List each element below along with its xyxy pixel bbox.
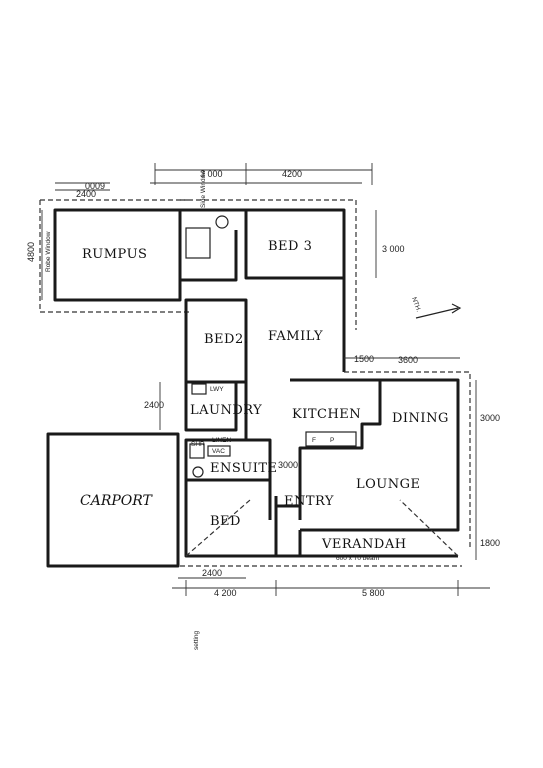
dim-left-vertical: 4800 — [26, 242, 36, 262]
family-walls — [244, 276, 346, 440]
room-dining: DINING — [392, 411, 449, 426]
room-carport: CARPORT — [80, 493, 154, 509]
label-pantry: P — [330, 437, 334, 444]
room-rumpus: RUMPUS — [82, 247, 147, 262]
bath-fixture — [185, 227, 211, 259]
dim-laundry-height: 2400 — [144, 400, 164, 410]
dim-kitchen-a: 1500 — [354, 354, 374, 364]
note-side-window: Side Window — [200, 170, 207, 208]
label-lwy: LWY — [210, 386, 224, 393]
north-arrow — [415, 303, 462, 319]
ensuite-toilet — [192, 466, 204, 478]
dining-lounge-walls — [300, 378, 460, 532]
room-bed3: BED 3 — [268, 239, 312, 254]
room-laundry: LAUNDRY — [190, 403, 262, 418]
dim-verandah-height: 1800 — [480, 538, 500, 548]
dim-top-right: 4200 — [282, 169, 302, 179]
label-shr: SHR — [191, 441, 205, 448]
verandah-walls — [186, 530, 458, 558]
dim-kitchen-b: 3600 — [398, 355, 418, 365]
carport-walls — [46, 432, 180, 568]
room-lounge: LOUNGE — [356, 477, 421, 492]
dining-eaves — [344, 371, 471, 548]
wc-walls — [178, 208, 246, 282]
note-robe-window: Robe Window — [45, 231, 52, 272]
north-label: NTH. — [410, 296, 422, 313]
toilet-fixture — [215, 215, 229, 229]
room-family: FAMILY — [268, 329, 323, 344]
laundry-walls — [184, 382, 238, 432]
bottom-dimension-lines — [172, 577, 490, 596]
room-ensuite: ENSUITE — [210, 461, 278, 476]
dim-bottom-c: 5 800 — [362, 588, 385, 598]
dim-bottom-a: 2400 — [202, 568, 222, 578]
verandah-beam-note: 600 x 70 beam — [336, 555, 379, 562]
shower-fixture — [189, 443, 205, 459]
laundry-tub — [191, 383, 207, 395]
label-vac: VAC — [212, 448, 225, 455]
dim-top-left: 3 000 — [200, 169, 223, 179]
kitchen-bench — [305, 431, 357, 447]
dim-bottom-b: 4 200 — [214, 588, 237, 598]
label-linen: LINEN — [212, 437, 231, 444]
rumpus-eaves — [39, 199, 190, 313]
vanity-fixture — [207, 445, 231, 457]
deck-note: setting — [193, 630, 200, 650]
label-fridge: F — [312, 437, 316, 444]
dim-top-small-b: 0009 — [85, 181, 105, 191]
top-dimension-line — [55, 163, 373, 191]
room-kitchen: KITCHEN — [292, 407, 361, 422]
verandah-outline — [180, 499, 462, 567]
rumpus-walls — [53, 208, 182, 302]
dim-entry-height: 3000 — [278, 460, 298, 470]
dim-top-small-a: 2400 — [76, 189, 96, 199]
room-verandah: VERANDAH — [321, 537, 407, 552]
room-entry: ENTRY — [284, 494, 334, 509]
bed3-eaves — [180, 199, 357, 330]
room-bed2: BED2. — [204, 332, 248, 347]
entry-walls — [268, 480, 300, 520]
dim-dining-height: 3000 — [480, 413, 500, 423]
dim-bed3-height: 3 000 — [382, 244, 405, 254]
